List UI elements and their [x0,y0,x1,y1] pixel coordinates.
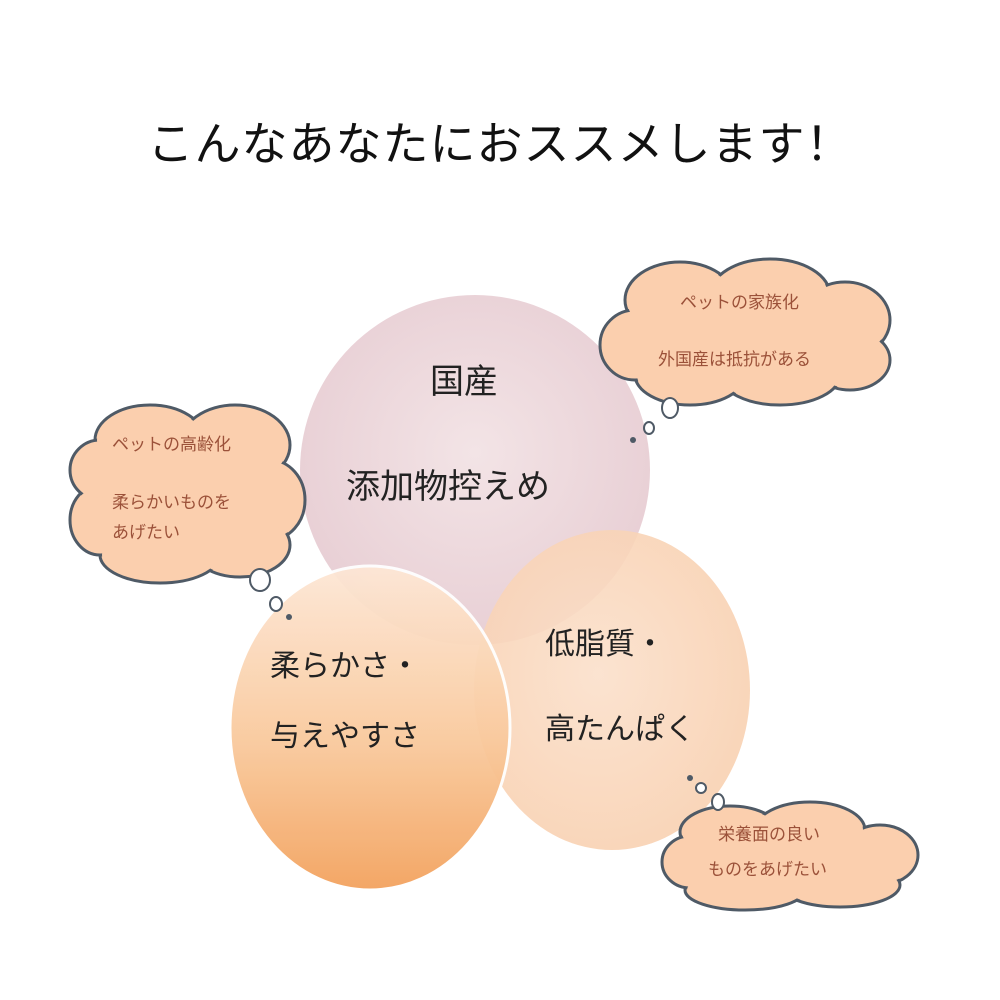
cloud-left-line1: ペットの高齢化 [112,435,231,455]
cloud-top-right-line2: 外国産は抵抗がある [658,350,811,370]
circle-left [228,564,512,892]
page-title: こんなあなたにおススメします！ [147,117,853,171]
thought-cloud-bottom-right [660,775,920,912]
thought-cloud-left [68,403,307,620]
cloud-bottom-right-line1: 栄養面の良い [718,825,820,845]
cloud-left-line2: 柔らかいものを [112,493,231,513]
circle-top-line1: 国産 [430,362,498,402]
circle-top-line2: 添加物控えめ [346,467,550,507]
circle-left-line1: 柔らかさ・ [270,649,420,684]
thought-cloud-top-right [598,257,892,443]
circle-left-line2: 与えやすさ [270,719,420,754]
cloud-left-line3: あげたい [112,523,180,543]
circle-right-line1: 低脂質・ [545,627,665,662]
circle-right [474,530,750,850]
cloud-top-right-line1: ペットの家族化 [680,293,799,313]
circle-right-line2: 高たんぱく [545,712,695,747]
cloud-bottom-right-line2: ものをあげたい [708,860,827,880]
